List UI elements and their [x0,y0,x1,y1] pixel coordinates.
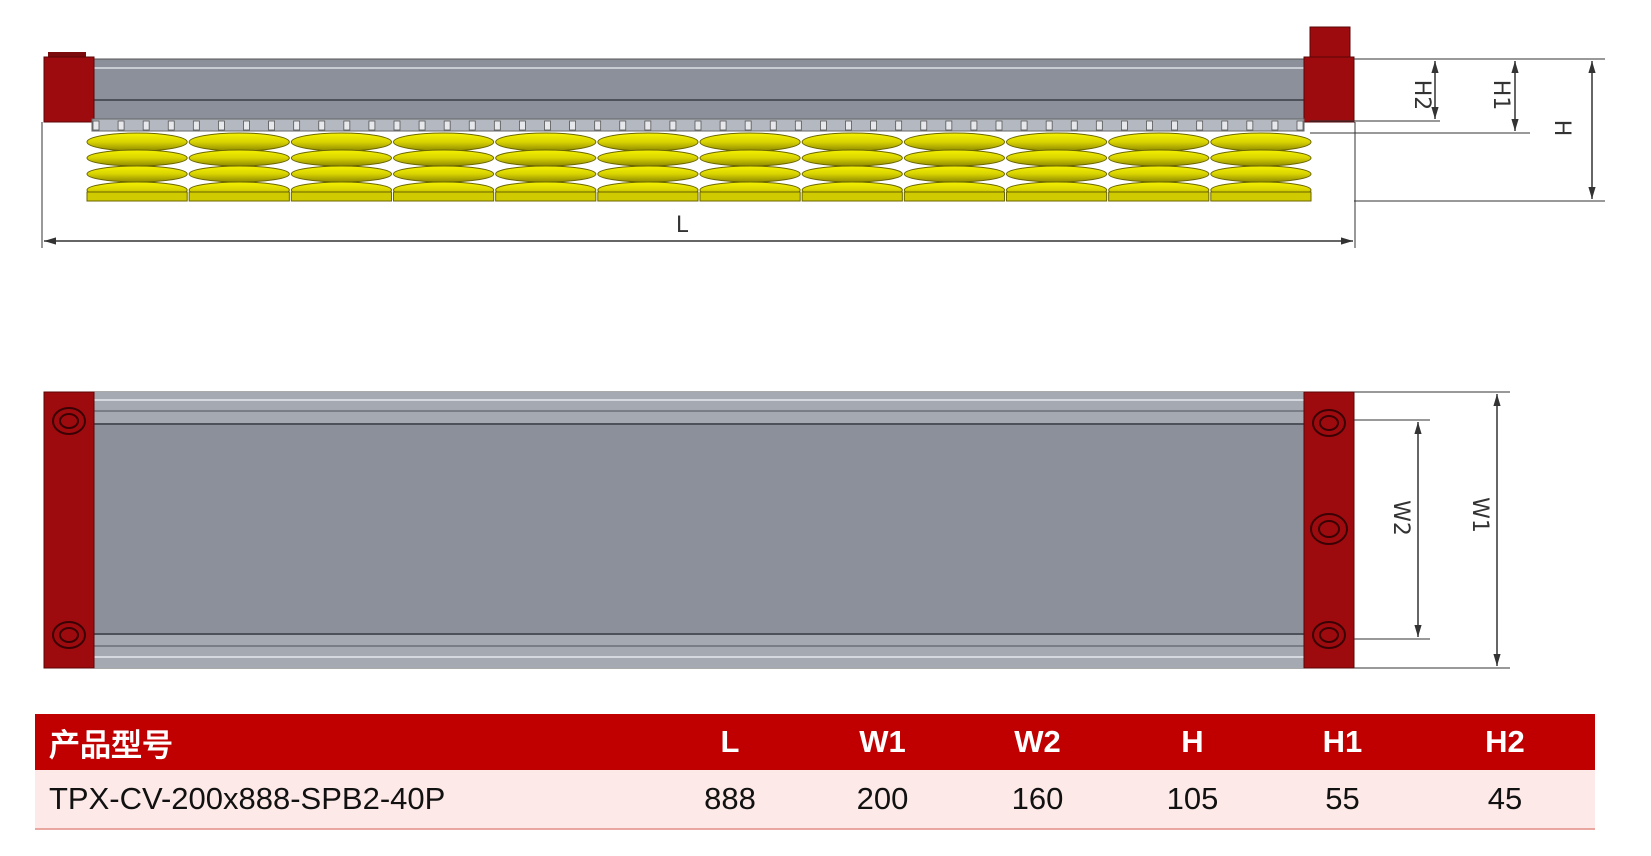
cell-w1: 200 [805,770,960,830]
fitting [719,120,727,131]
cell-h2: 45 [1415,770,1595,830]
fitting [318,120,326,131]
suction-cup [597,132,699,202]
suction-cup-row [86,132,1312,202]
fitting [694,120,702,131]
fitting [1221,120,1229,131]
top-view: W2 W1 [43,391,1510,669]
cell-h1: 55 [1270,770,1415,830]
suction-cup [393,132,495,202]
fitting [669,120,677,131]
suction-cup [495,132,597,202]
dim-label-l: L [676,213,689,238]
fitting [1246,120,1254,131]
fitting [569,120,576,131]
header-h2: H2 [1415,714,1595,770]
header-h: H [1115,714,1270,770]
fitting [895,120,903,131]
side-end-cap-left [43,56,95,123]
fitting [142,120,150,131]
fitting-row [92,120,1304,131]
fitting [544,120,551,131]
fitting [343,120,351,131]
side-top-block-right [1309,26,1351,60]
cell-w2: 160 [960,770,1115,830]
fitting [870,120,877,131]
header-w1: W1 [805,714,960,770]
cell-model: TPX-CV-200x888-SPB2-40P [35,770,655,830]
suction-cup [290,132,393,202]
fitting [794,120,802,131]
fitting [493,120,501,131]
fitting [167,120,175,131]
suction-cup [903,132,1006,202]
fitting [368,120,376,131]
fitting [769,120,777,131]
fitting [845,120,852,131]
dim-label-h2: H2 [1409,80,1434,111]
header-model: 产品型号 [35,714,655,770]
fitting [1271,120,1279,131]
fitting [1196,120,1204,131]
side-view: L H2 H1 H [41,26,1605,248]
header-l: L [655,714,805,770]
fitting [920,120,928,131]
fitting [1045,120,1053,131]
dim-label-h: H [1549,120,1574,137]
fitting [1070,120,1078,131]
suction-cup [86,132,188,202]
side-end-cap-right [1303,56,1355,123]
mount-hole [1312,409,1346,437]
fitting [268,120,275,131]
dim-label-h1: H1 [1488,80,1513,111]
fitting [1171,120,1178,131]
fitting [644,120,652,131]
cell-h: 105 [1115,770,1270,830]
header-w2: W2 [960,714,1115,770]
fitting [744,120,752,131]
mount-hole [1310,513,1348,545]
suction-cup [1108,132,1210,202]
fitting [995,120,1003,131]
suction-cup [188,132,290,202]
fitting [1095,120,1103,131]
cell-l: 888 [655,770,805,830]
fitting [619,120,627,131]
top-body [91,391,1307,669]
fitting [293,120,301,131]
suction-cup [699,132,801,202]
suction-cup [1006,132,1108,202]
suction-cup [1210,132,1312,202]
spec-table: 产品型号 L W1 W2 H H1 H2 TPX-CV-200x888-SPB2… [35,714,1595,830]
mount-hole [1312,621,1346,649]
mount-hole [52,407,86,435]
dim-label-w1: W1 [1467,497,1492,533]
fitting [1146,120,1153,131]
fitting [820,120,827,131]
fitting [443,120,451,131]
header-h1: H1 [1270,714,1415,770]
fitting [468,120,476,131]
mount-hole [52,621,86,649]
fitting [1296,120,1304,131]
fitting [192,120,200,131]
fitting [393,120,401,131]
suction-cup [801,132,903,202]
fitting [218,120,225,131]
fitting [117,120,125,131]
table-header-row: 产品型号 L W1 W2 H H1 H2 [35,714,1595,770]
fitting [519,120,526,131]
fitting [1121,120,1128,131]
dim-label-w2: W2 [1388,500,1413,536]
fitting [243,120,250,131]
fitting [92,120,100,131]
fitting [418,120,426,131]
fitting [1020,120,1028,131]
top-end-cap-left [43,391,95,669]
fitting [970,120,978,131]
fitting [594,120,602,131]
fitting [945,120,953,131]
table-row: TPX-CV-200x888-SPB2-40P 888 200 160 105 … [35,770,1595,830]
